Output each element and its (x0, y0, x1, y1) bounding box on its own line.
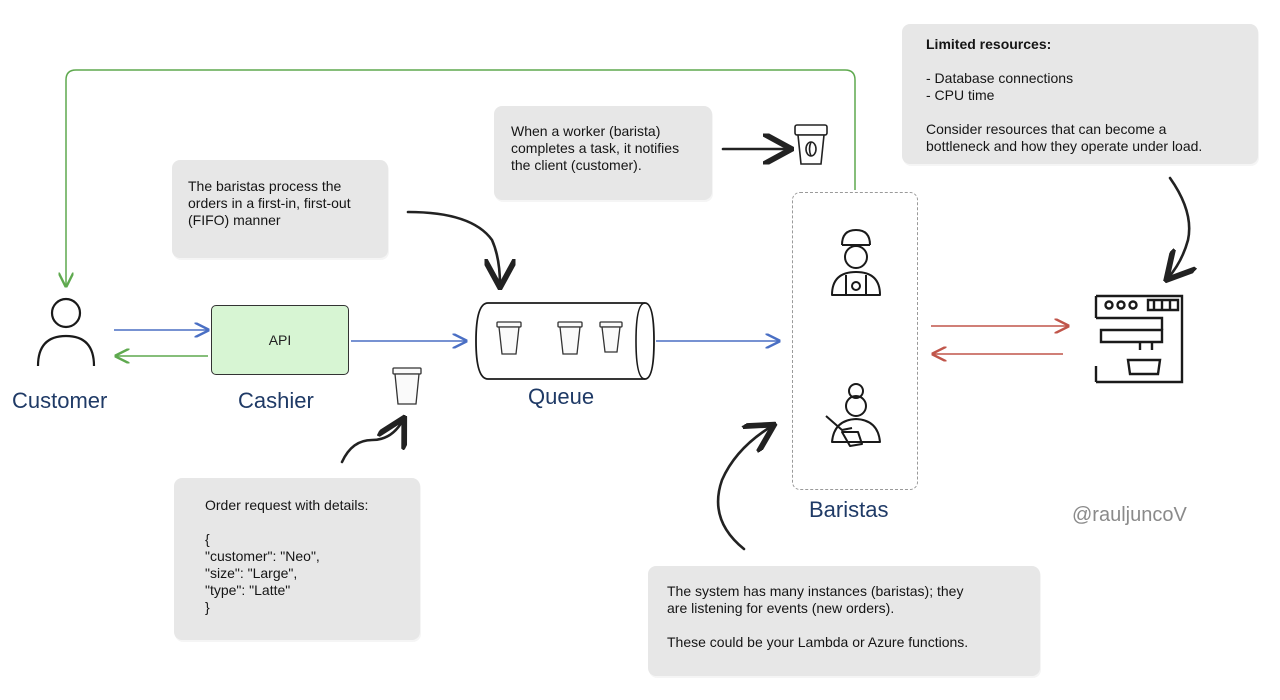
instances-note: The system has many instances (baristas)… (648, 566, 1040, 676)
barista-male-icon (831, 229, 881, 296)
api-box: API (211, 305, 349, 375)
instances-note-arrow (716, 426, 772, 551)
queue-label: Queue (528, 384, 595, 409)
order-request-note: Order request with details: { "customer"… (174, 478, 420, 640)
notify-note: When a worker (barista) completes a task… (494, 106, 712, 200)
instances-note-functions: These could be your Lambda or Azure func… (667, 634, 969, 650)
coffee-cup-icon (496, 321, 522, 355)
notify-customer-loop-arrow (66, 69, 856, 286)
order-request-json: { "customer": "Neo", "size": "Large", "t… (205, 531, 320, 615)
order-request-title: Order request with details: (205, 497, 369, 513)
limited-resources-title: Limited resources: (926, 36, 1052, 52)
coffee-cup-icon (392, 367, 422, 405)
limited-resources-note: Limited resources: - Database connection… (902, 24, 1258, 164)
api-label: API (268, 332, 292, 348)
author-watermark: @rauljuncoV (1072, 504, 1187, 526)
baristas-container (792, 192, 918, 490)
fifo-note: The baristas process the orders in a fir… (172, 160, 388, 258)
fifo-note-text: The baristas process the orders in a fir… (188, 178, 351, 228)
fifo-note-arrow (406, 210, 500, 285)
resources-note-arrow (1168, 176, 1189, 278)
coffee-cup-with-bean-icon (794, 124, 828, 165)
barista-female-icon (825, 383, 881, 447)
person-icon (36, 297, 96, 367)
limited-resources-item: - CPU time (926, 87, 995, 103)
espresso-machine-icon (1094, 294, 1184, 384)
instances-note-text: The system has many instances (baristas)… (667, 583, 964, 616)
customer-label: Customer (12, 388, 108, 413)
cashier-label: Cashier (238, 388, 314, 413)
coffee-cup-icon (599, 321, 623, 353)
order-note-arrow (340, 420, 403, 464)
limited-resources-item: - Database connections (926, 70, 1074, 86)
coffee-cup-icon (557, 321, 583, 355)
notify-note-text: When a worker (barista) completes a task… (511, 123, 680, 173)
limited-resources-footer: Consider resources that can become a bot… (926, 121, 1203, 154)
baristas-label: Baristas (809, 497, 889, 522)
